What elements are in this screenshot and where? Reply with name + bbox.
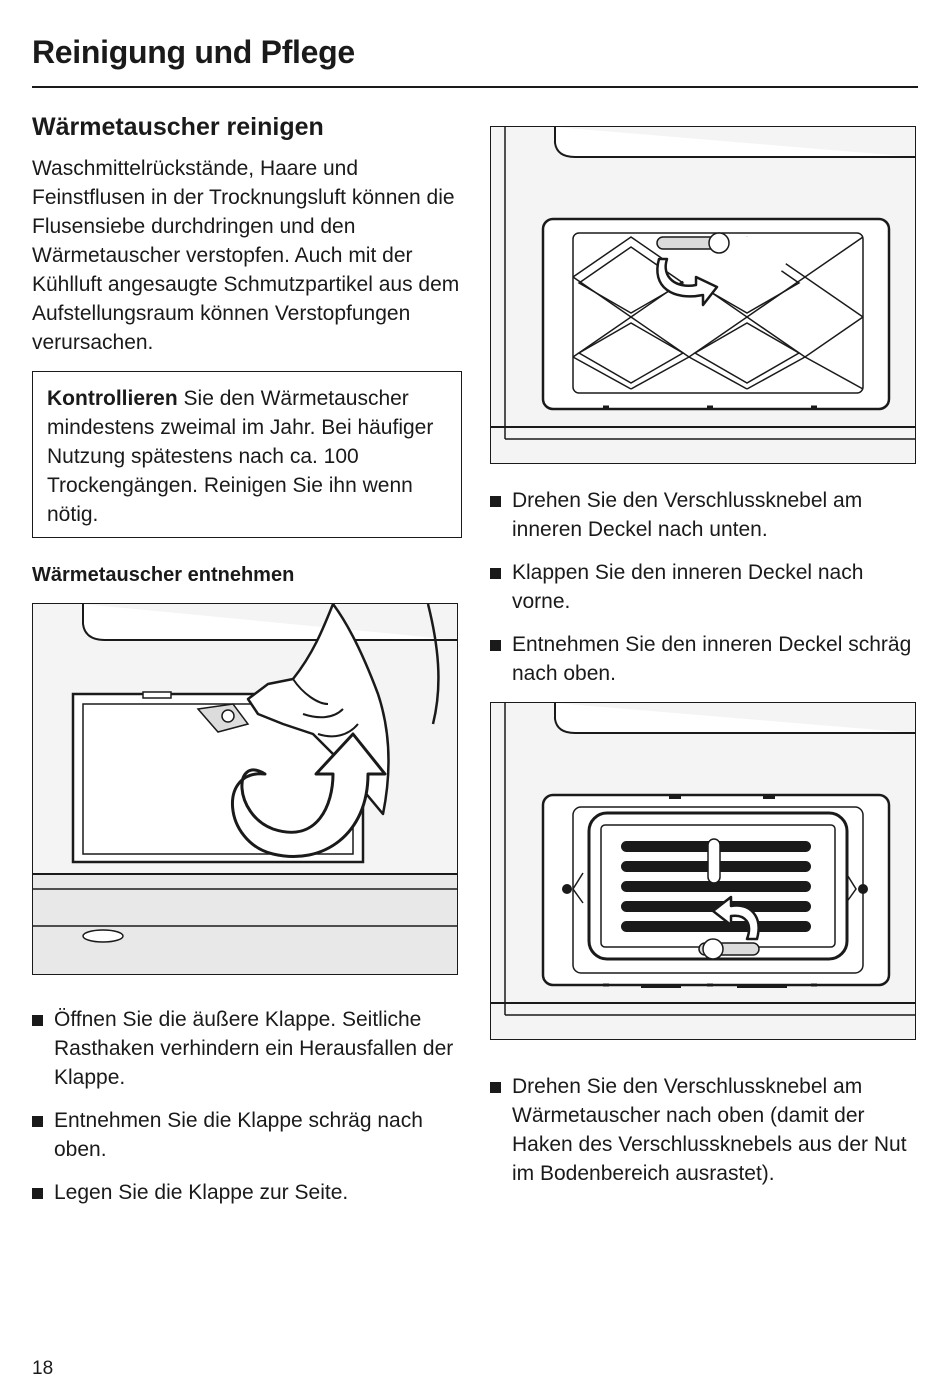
steps-left: Öffnen Sie die äußere Klappe. Seitliche …: [32, 1005, 462, 1207]
figure-heat-exchanger: [490, 702, 916, 1040]
list-item: Legen Sie die Klappe zur Seite.: [32, 1178, 462, 1207]
intro-paragraph: Waschmittelrückstände, Haare und Feinstf…: [32, 157, 460, 354]
list-item: Öffnen Sie die äußere Klappe. Seitliche …: [32, 1005, 462, 1092]
left-column: Wärmetauscher reinigen Waschmittelrückst…: [32, 112, 462, 1221]
bullet-icon: [32, 1015, 43, 1026]
list-item: Drehen Sie den Verschlussknebel am inner…: [490, 486, 916, 544]
right-column: Drehen Sie den Verschlussknebel am inner…: [490, 126, 916, 1202]
bullet-icon: [490, 640, 501, 651]
bullet-icon: [32, 1188, 43, 1199]
notice-box: Kontrollieren Sie den Wärmetauscher mind…: [32, 371, 462, 538]
bullet-icon: [490, 1082, 501, 1093]
bullet-icon: [490, 496, 501, 507]
bullet-icon: [490, 568, 501, 579]
steps-right-bottom: Drehen Sie den Verschlussknebel am Wärme…: [490, 1072, 916, 1188]
bullet-icon: [32, 1116, 43, 1127]
list-item: Klappen Sie den inneren Deckel nach vorn…: [490, 558, 916, 616]
figure-open-outer-flap: [32, 603, 458, 975]
list-item: Entnehmen Sie den inneren Deckel schräg …: [490, 630, 916, 688]
page-number: 18: [32, 1358, 54, 1379]
list-item: Entnehmen Sie die Klappe schräg nach obe…: [32, 1106, 462, 1164]
notice-bold: Kontrollieren: [47, 387, 178, 410]
title-divider: [32, 86, 918, 88]
section-title: Wärmetauscher reinigen: [32, 113, 324, 141]
notice-text: Sie den Wärmetauscher mindestens zweimal…: [47, 387, 434, 526]
page-title: Reinigung und Pflege: [32, 34, 355, 70]
list-item: Drehen Sie den Verschlussknebel am Wärme…: [490, 1072, 916, 1188]
subsection-title: Wärmetauscher entnehmen: [32, 564, 295, 586]
steps-right-top: Drehen Sie den Verschlussknebel am inner…: [490, 486, 916, 688]
figure-inner-cover: [490, 126, 916, 464]
